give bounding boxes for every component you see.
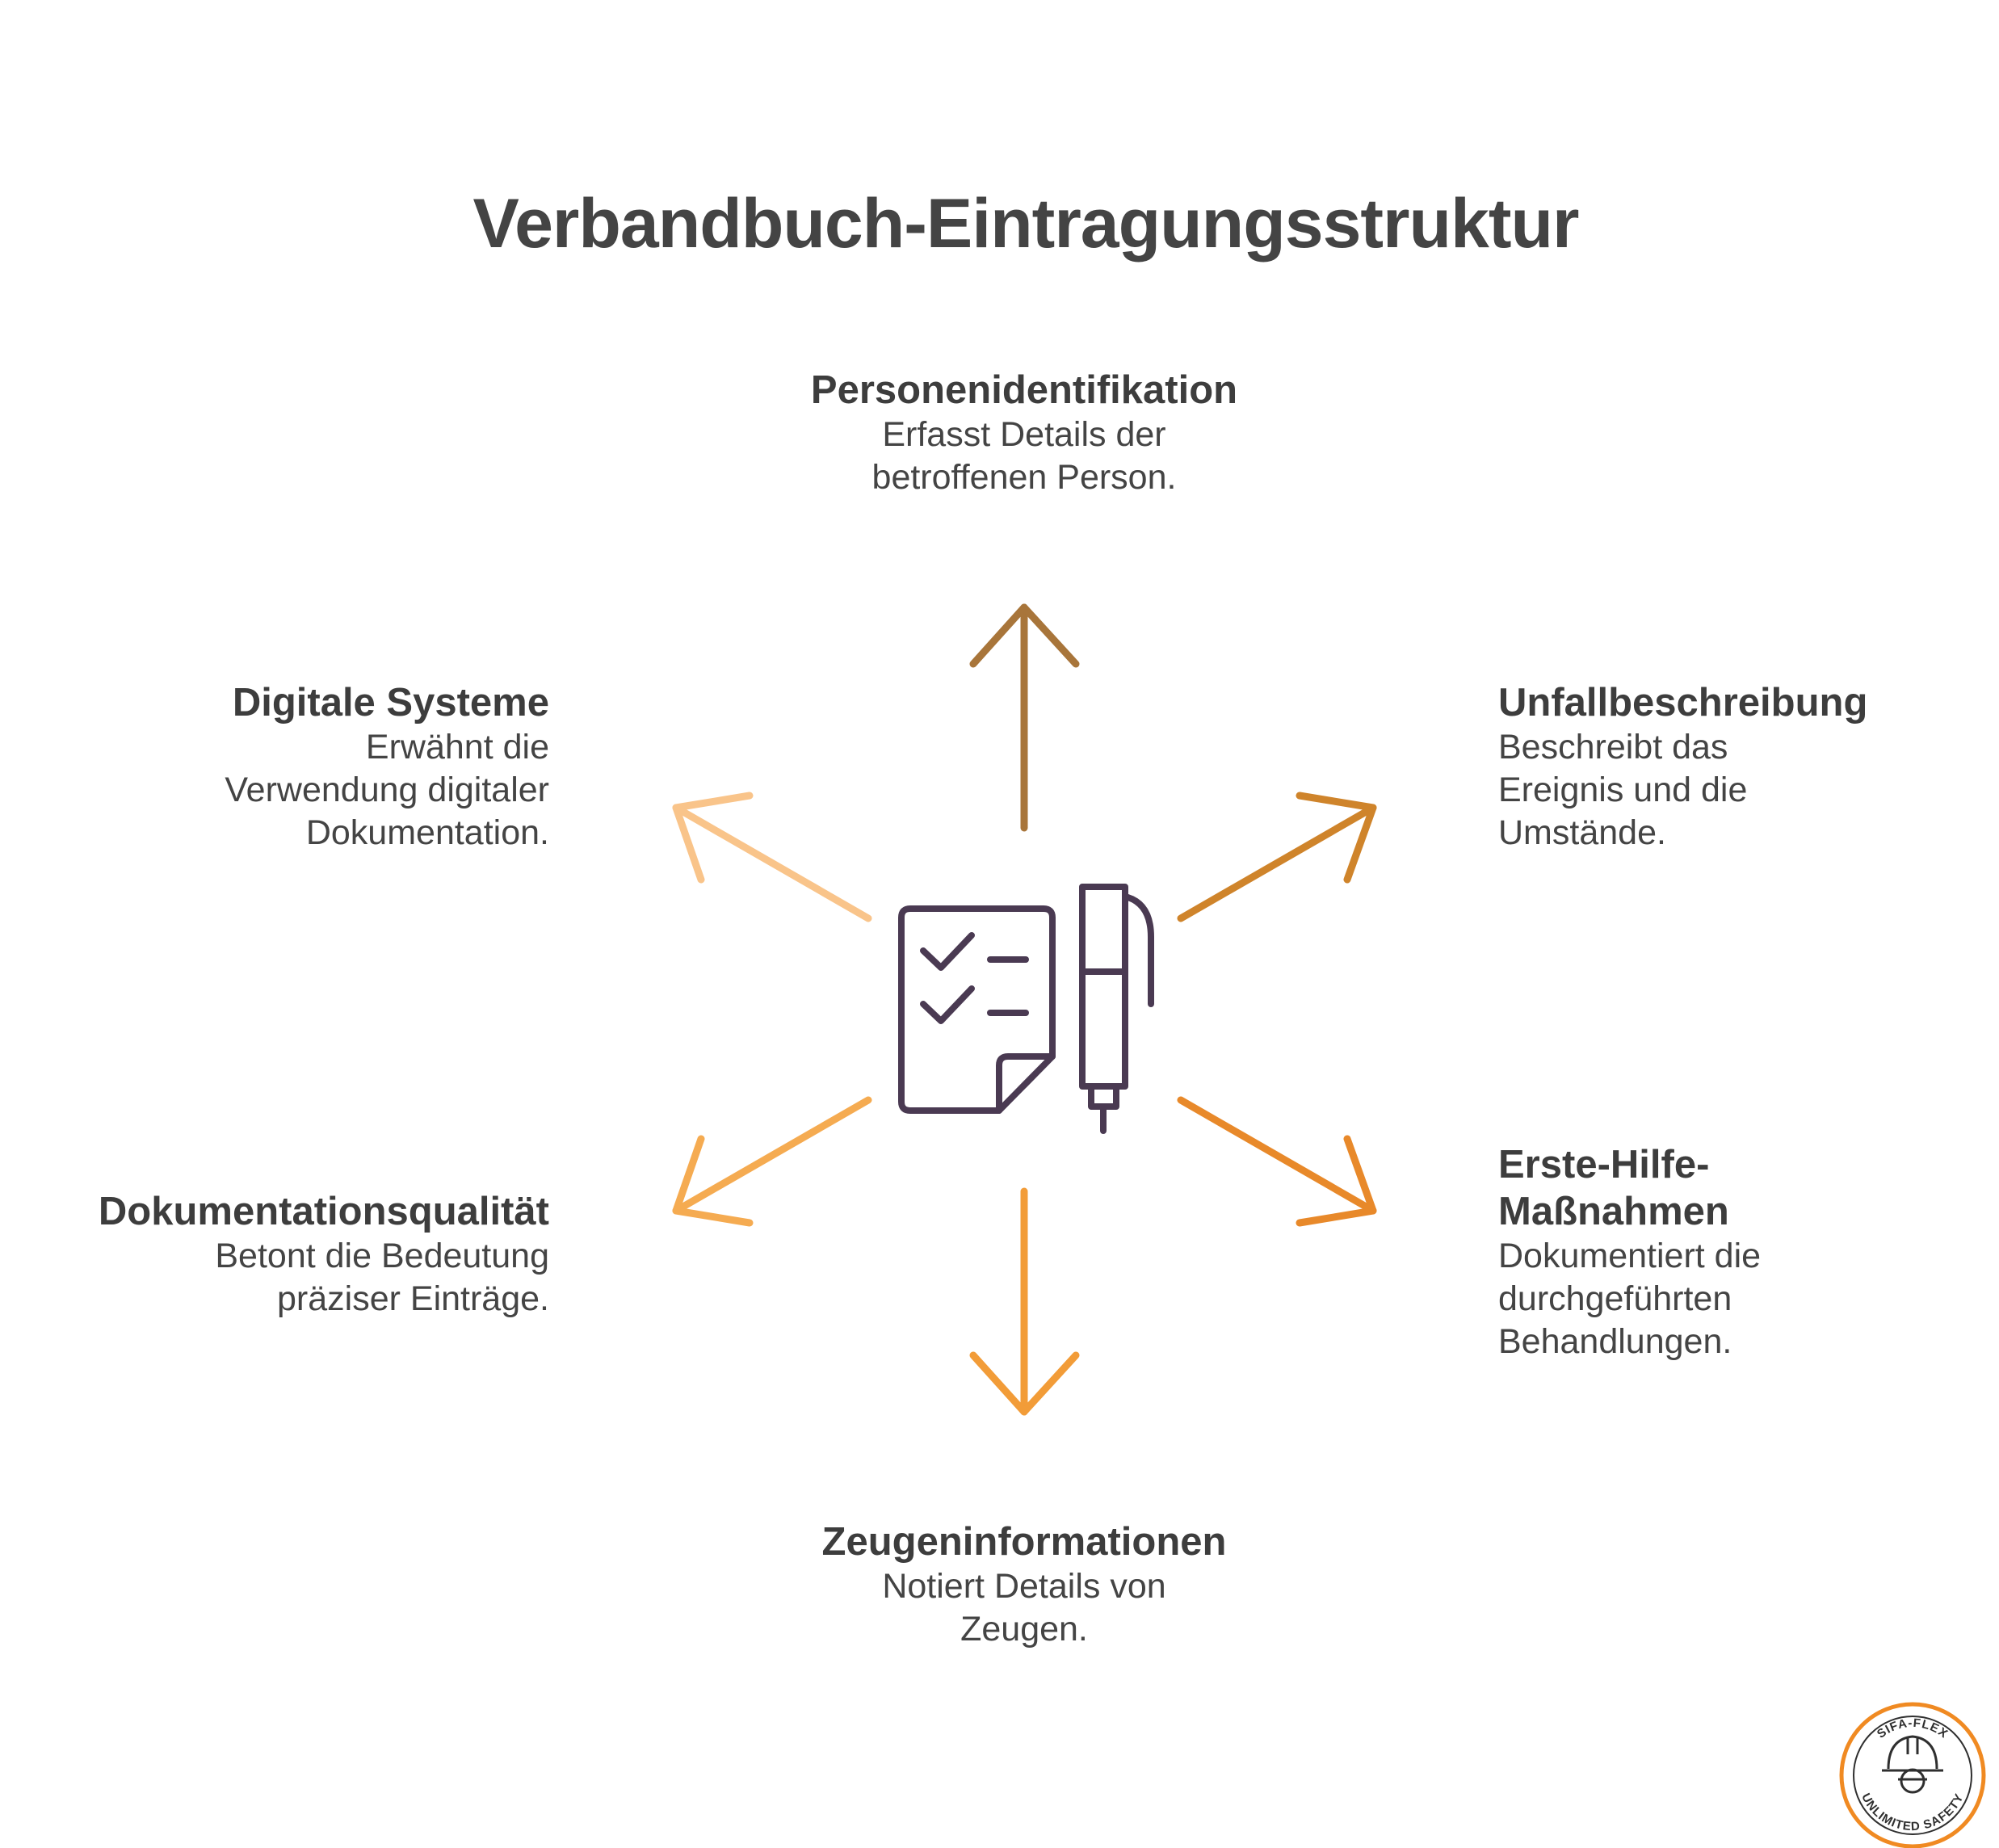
node-description-line: Behandlungen. <box>1498 1322 1732 1361</box>
node-dokumentationsqualitaet: Dokumentationsqualität Betont die Bedeut… <box>48 1188 549 1321</box>
node-heading: Digitale Systeme <box>232 681 549 724</box>
node-heading: Erste-Hilfe- <box>1498 1143 1710 1186</box>
node-unfallbeschreibung: Unfallbeschreibung Beschreibt das Ereign… <box>1498 679 1951 855</box>
node-description-line: Betont die Bedeutung <box>215 1237 549 1275</box>
node-description-line: Zeugen. <box>960 1610 1088 1648</box>
node-heading: Maßnahmen <box>1498 1190 1729 1233</box>
hardhat-gear-icon <box>1882 1735 1943 1794</box>
node-description-line: präziser Einträge. <box>277 1279 549 1318</box>
node-description-line: betroffenen Person. <box>871 458 1177 497</box>
node-description-line: Ereignis und die <box>1498 771 1748 809</box>
node-erste-hilfe-massnahmen: Erste-Hilfe- Maßnahmen Dokumentiert die … <box>1498 1141 1951 1363</box>
node-heading: Personenidentifikation <box>810 368 1238 412</box>
node-description-line: Verwendung digitaler <box>225 771 549 809</box>
node-digitale-systeme: Digitale Systeme Erwähnt die Verwendung … <box>81 679 549 855</box>
node-description-line: Dokumentation. <box>305 813 549 852</box>
node-description-line: durchgeführten <box>1498 1279 1732 1318</box>
page-title: Verbandbuch-Eintragungsstruktur <box>472 185 1579 262</box>
node-heading: Dokumentationsqualität <box>98 1190 549 1233</box>
node-zeugeninformationen: Zeugeninformationen Notiert Details von … <box>782 1518 1266 1651</box>
arrow-upper-left <box>672 792 872 922</box>
node-description-line: Dokumentiert die <box>1498 1237 1762 1275</box>
node-description-line: Erwähnt die <box>365 728 549 766</box>
node-heading: Unfallbeschreibung <box>1498 681 1868 724</box>
node-heading: Zeugeninformationen <box>821 1520 1227 1564</box>
node-description-line: Beschreibt das <box>1498 728 1728 766</box>
arrow-lower-right <box>1177 1096 1377 1227</box>
arrow-up <box>969 603 1080 832</box>
node-description-line: Erfasst Details der <box>882 415 1166 454</box>
checklist-pen-icon <box>898 884 1154 1134</box>
node-personenidentifikation: Personenidentifikation Erfasst Details d… <box>782 367 1266 499</box>
node-description-line: Notiert Details von <box>882 1567 1166 1606</box>
node-description-line: Umstände. <box>1498 813 1666 852</box>
arrow-down <box>969 1187 1080 1416</box>
arrow-upper-right <box>1177 792 1377 922</box>
arrow-lower-left <box>672 1096 872 1227</box>
sifa-flex-badge: SIFA-FLEX UNLIMITED SAFETY <box>1839 1702 1986 1848</box>
